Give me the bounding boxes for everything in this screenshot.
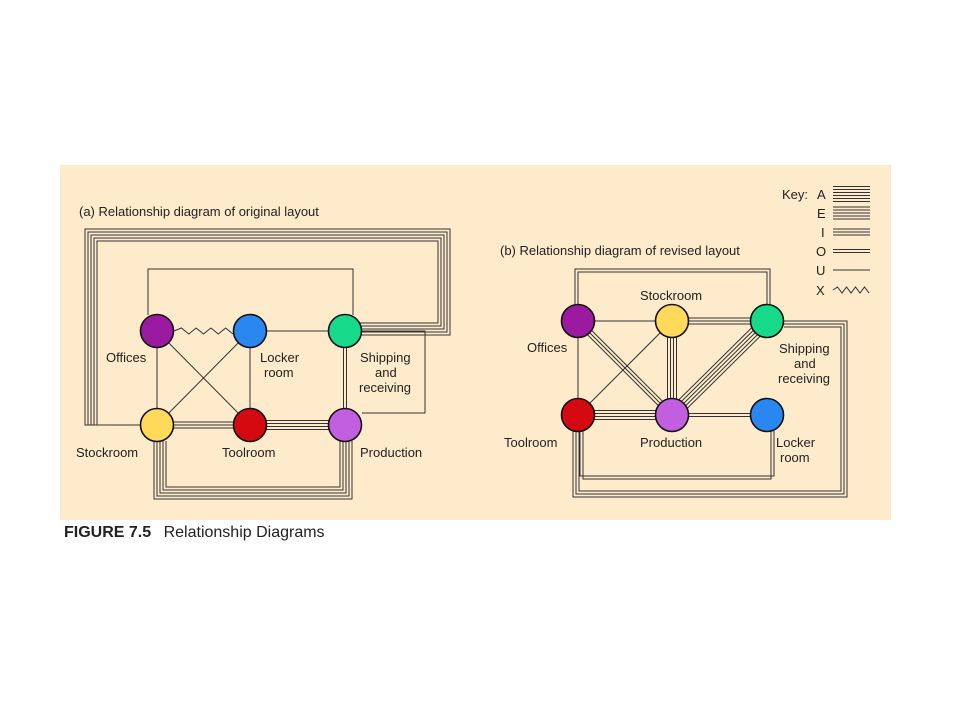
relationship-a-line — [162, 441, 344, 491]
relationship-diagrams: (a) Relationship diagram of original lay… — [76, 186, 870, 500]
node-b-toolroom — [560, 397, 596, 433]
key-code-e: E — [817, 206, 826, 221]
relationship-a-line — [96, 240, 439, 426]
relationship-u-line — [147, 268, 354, 315]
b-label-locker: Locker — [776, 435, 816, 450]
key-code-a: A — [817, 187, 826, 202]
a-label-and: and — [375, 365, 397, 380]
key-code-i: I — [821, 225, 825, 240]
relationship-o-line — [582, 431, 772, 480]
relationship-a-line — [153, 441, 353, 500]
a-label-room: room — [264, 365, 294, 380]
node-b-offices — [560, 303, 596, 339]
relationship-a-line — [156, 441, 350, 497]
caption-number: FIGURE 7.5 — [64, 524, 152, 541]
figure-caption: FIGURE 7.5 Relationship Diagrams — [64, 524, 325, 542]
relationship-a-line — [165, 441, 341, 488]
node-a-toolroom — [232, 407, 268, 443]
node-b-stockroom — [654, 303, 690, 339]
a-label-receiving: receiving — [359, 380, 411, 395]
b-label-room: room — [780, 450, 810, 465]
diagram-a-title: (a) Relationship diagram of original lay… — [79, 204, 319, 219]
node-a-production — [327, 407, 363, 443]
key-code-x: X — [816, 283, 825, 298]
figure-panel: (a) Relationship diagram of original lay… — [60, 165, 891, 520]
relationship-a-line — [669, 318, 766, 414]
relationship-a-line — [671, 320, 768, 416]
key-swatch-x — [832, 286, 870, 294]
caption-text: Relationship Diagrams — [163, 524, 325, 541]
relationship-a-line — [84, 228, 451, 426]
node-a-stockroom — [139, 407, 175, 443]
relationship-x-line — [173, 327, 234, 335]
key-title: Key: — [782, 187, 808, 202]
relationship-a-line — [675, 324, 772, 420]
b-label-production: Production — [640, 435, 702, 450]
a-label-toolroom: Toolroom — [222, 445, 275, 460]
b-label-stockroom: Stockroom — [640, 288, 702, 303]
relationship-a-line — [673, 322, 770, 418]
node-a-shipping — [327, 313, 363, 349]
relationship-u-line — [360, 330, 426, 414]
b-label-offices: Offices — [527, 340, 568, 355]
b-label-receiving: receiving — [778, 371, 830, 386]
node-b-shipping — [749, 303, 785, 339]
node-b-locker-room — [749, 397, 785, 433]
key-code-o: O — [816, 244, 826, 259]
relationship-i-line — [572, 320, 848, 498]
relationship-i-line — [578, 326, 842, 492]
key-code-u: U — [816, 263, 825, 278]
a-label-locker: Locker — [260, 350, 300, 365]
diagram-b-title: (b) Relationship diagram of revised layo… — [500, 243, 740, 258]
relationship-u-line — [156, 330, 251, 426]
node-a-offices — [139, 313, 175, 349]
a-label-stockroom: Stockroom — [76, 445, 138, 460]
relationship-o-line — [574, 268, 771, 305]
relationship-o-line — [579, 431, 775, 477]
relationship-o-line — [577, 271, 768, 305]
relationship-a-line — [159, 441, 347, 494]
legend-key: Key: A E I O U X — [782, 186, 870, 298]
relationship-a-line — [667, 316, 764, 412]
b-label-toolroom: Toolroom — [504, 435, 557, 450]
relationship-i-line — [575, 323, 845, 495]
node-b-production — [654, 397, 690, 433]
b-label-shipping: Shipping — [779, 341, 830, 356]
a-label-shipping: Shipping — [360, 350, 411, 365]
relationship-u-line — [577, 320, 673, 416]
node-a-locker-room — [232, 313, 268, 349]
b-label-and: and — [794, 356, 816, 371]
a-label-production: Production — [360, 445, 422, 460]
a-label-offices: Offices — [106, 350, 147, 365]
